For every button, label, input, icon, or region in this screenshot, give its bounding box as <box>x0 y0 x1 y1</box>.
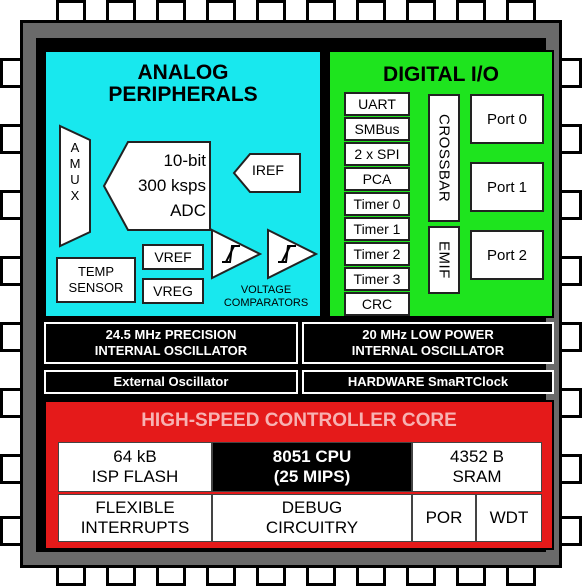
comparators-label: VOLTAGE COMPARATORS <box>210 284 322 310</box>
pin <box>562 322 582 352</box>
comparators-line1: VOLTAGE <box>240 284 292 296</box>
analog-title-line2: PERIPHERALS <box>108 83 258 107</box>
peripheral-crc: CRC <box>344 292 410 316</box>
analog-title: ANALOG PERIPHERALS <box>46 61 320 107</box>
pin <box>0 516 20 546</box>
digital-peripheral-list: UART SMBus 2 x SPI PCA Timer 0 Timer 1 T… <box>344 92 410 316</box>
vreg-box: VREG <box>142 278 204 304</box>
interrupts-line2: INTERRUPTS <box>80 518 190 537</box>
analog-peripherals-block: ANALOG PERIPHERALS A M U X 10-bit 300 ks… <box>44 50 322 318</box>
peripheral-spi: 2 x SPI <box>344 142 410 166</box>
adc-label: 10-bit 300 ksps ADC <box>106 148 206 223</box>
amux-letter: X <box>70 188 80 203</box>
pin <box>562 454 582 484</box>
pin <box>562 256 582 286</box>
lowpower-osc-line1: 20 MHz LOW POWER <box>362 327 494 343</box>
temp-line2: SENSOR <box>68 280 124 295</box>
peripheral-uart: UART <box>344 92 410 116</box>
pin <box>562 124 582 154</box>
interrupts-cell: FLEXIBLE INTERRUPTS <box>58 494 212 542</box>
pin <box>0 190 20 220</box>
peripheral-pca: PCA <box>344 167 410 191</box>
interrupts-line1: FLEXIBLE <box>95 497 175 517</box>
iref-shape <box>232 153 301 193</box>
core-title: HIGH-SPEED CONTROLLER CORE <box>141 410 457 431</box>
temp-line1: TEMP <box>77 264 115 279</box>
peripheral-smbus: SMBus <box>344 117 410 141</box>
pin <box>0 58 20 88</box>
amux-letter: M <box>69 156 81 171</box>
pin <box>0 124 20 154</box>
emif-label: EMIF <box>435 241 453 279</box>
precision-oscillator: 24.5 MHz PRECISION INTERNAL OSCILLATOR <box>44 322 298 364</box>
digital-title: DIGITAL I/O <box>383 63 499 86</box>
flash-cell: 64 kB ISP FLASH <box>58 442 212 492</box>
port-0-box: Port 0 <box>470 94 544 144</box>
peripheral-timer3: Timer 3 <box>344 267 410 291</box>
debug-cell: DEBUG CIRCUITRY <box>212 494 412 542</box>
pin <box>0 388 20 418</box>
crossbar-box: CROSSBAR <box>428 94 460 222</box>
sram-line1: 4352 B <box>450 446 504 466</box>
smartclock: HARDWARE SmaRTClock <box>302 370 554 394</box>
peripheral-timer0: Timer 0 <box>344 192 410 216</box>
pin <box>0 322 20 352</box>
cpu-line2: (25 MIPS) <box>273 467 351 486</box>
amux-letter: U <box>70 172 80 187</box>
port-1-box: Port 1 <box>470 162 544 212</box>
lowpower-osc-line2: INTERNAL OSCILLATOR <box>351 343 505 358</box>
sram-line2: SRAM <box>452 467 502 486</box>
pin <box>562 388 582 418</box>
peripheral-timer1: Timer 1 <box>344 217 410 241</box>
adc-name: ADC <box>170 201 206 220</box>
comparator-icon <box>211 228 262 280</box>
external-oscillator: External Oscillator <box>44 370 298 394</box>
por-cell: POR <box>412 494 476 542</box>
debug-line2: CIRCUITRY <box>265 518 359 537</box>
emif-box: EMIF <box>428 226 460 294</box>
flash-line1: 64 kB <box>113 446 157 466</box>
cpu-cell: 8051 CPU (25 MIPS) <box>212 442 412 492</box>
crossbar-label: CROSSBAR <box>435 113 453 203</box>
controller-core-block: HIGH-SPEED CONTROLLER CORE 64 kB ISP FLA… <box>44 400 554 550</box>
iref-label: IREF <box>252 162 284 178</box>
adc-bits: 10-bit <box>163 151 206 170</box>
cpu-line1: 8051 CPU <box>272 446 352 466</box>
flash-line2: ISP FLASH <box>91 467 179 486</box>
precision-osc-line2: INTERNAL OSCILLATOR <box>94 343 248 358</box>
temp-sensor-box: TEMP SENSOR <box>56 257 136 303</box>
pin <box>0 256 20 286</box>
comparator-icon <box>267 228 318 280</box>
port-2-box: Port 2 <box>470 230 544 280</box>
amux-letter: A <box>70 140 80 155</box>
amux-shape <box>59 124 91 248</box>
pin <box>562 516 582 546</box>
peripheral-timer2: Timer 2 <box>344 242 410 266</box>
wdt-cell: WDT <box>476 494 542 542</box>
adc-shape <box>102 141 211 231</box>
pin <box>562 190 582 220</box>
comparators-line2: COMPARATORS <box>223 297 309 309</box>
debug-line1: DEBUG <box>281 497 343 517</box>
amux-label: A M U X <box>58 140 92 204</box>
analog-title-line1: ANALOG <box>137 61 229 84</box>
sram-cell: 4352 B SRAM <box>412 442 542 492</box>
adc-rate: 300 ksps <box>137 176 206 195</box>
digital-io-block: DIGITAL I/O UART SMBus 2 x SPI PCA Timer… <box>328 50 554 318</box>
vref-box: VREF <box>142 244 204 270</box>
precision-osc-line1: 24.5 MHz PRECISION <box>105 327 237 343</box>
lowpower-oscillator: 20 MHz LOW POWER INTERNAL OSCILLATOR <box>302 322 554 364</box>
pin <box>0 454 20 484</box>
pin <box>562 58 582 88</box>
